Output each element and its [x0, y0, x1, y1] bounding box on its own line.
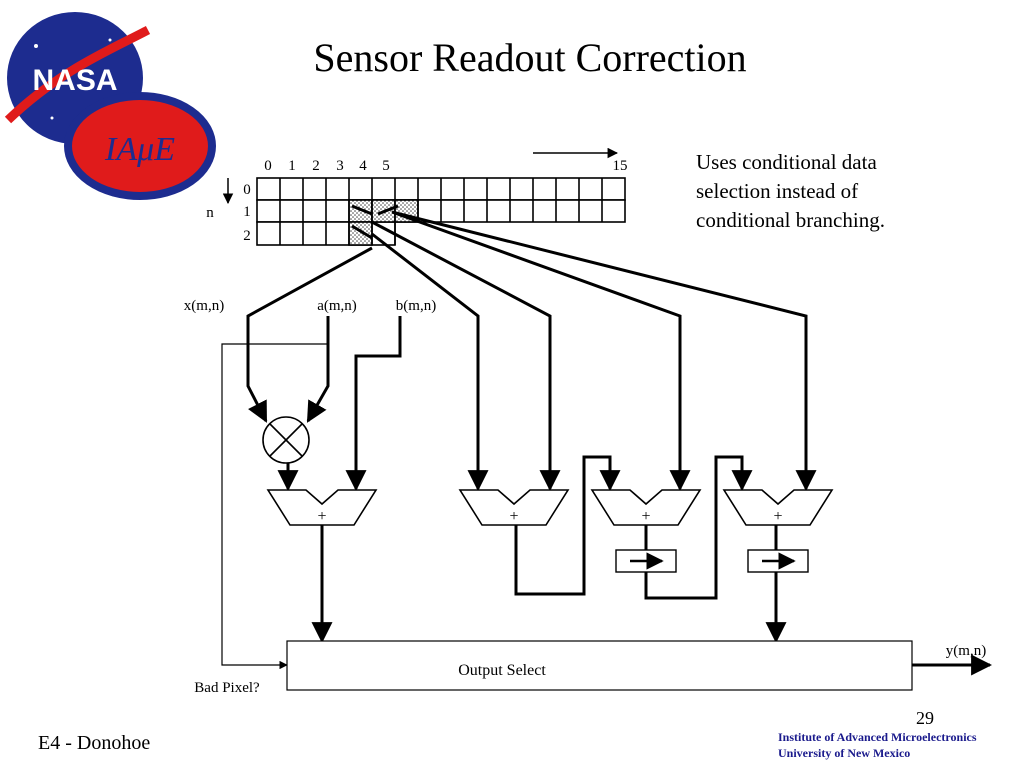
nasa-logo-text: NASA	[32, 64, 117, 97]
b-label: b(m,n)	[396, 298, 436, 314]
adder-plus: +	[509, 508, 518, 525]
col-label: 1	[288, 158, 296, 174]
institute-block: Institute of Advanced Microelectronics U…	[778, 729, 977, 761]
shift-block	[747, 549, 809, 573]
note-line: selection instead of	[696, 179, 859, 203]
institute-line: University of New Mexico	[778, 746, 911, 760]
row-label: 0	[243, 182, 251, 198]
adder-block	[590, 489, 702, 526]
signal-lines	[246, 204, 993, 676]
col-label: 5	[382, 158, 390, 174]
logo-area: NASA IAμE	[4, 12, 216, 200]
slide-title: Sensor Readout Correction	[313, 35, 747, 80]
shift-block	[615, 549, 677, 573]
iame-logo-text: IAμE	[104, 131, 175, 168]
footer-author: E4 - Donohoe	[38, 732, 151, 754]
row-axis-label: n	[206, 205, 214, 221]
a-label: a(m,n)	[317, 298, 357, 314]
col-label: 2	[312, 158, 320, 174]
adder-block	[266, 489, 378, 526]
output-label: y(m,n)	[946, 643, 986, 659]
pixel-grid	[256, 177, 626, 246]
multiplier-node	[262, 416, 310, 464]
col-label: 4	[359, 158, 367, 174]
row-label: 2	[243, 228, 251, 244]
note-line: conditional branching.	[696, 208, 885, 232]
adder-block	[722, 489, 834, 526]
col-label: 0	[264, 158, 272, 174]
output-select-label: Output Select	[458, 662, 546, 679]
adder-plus: +	[317, 508, 326, 525]
slide-note: Uses conditional data selection instead …	[696, 148, 885, 235]
note-line: Uses conditional data	[696, 150, 877, 174]
adder-plus: +	[641, 508, 650, 525]
page-number: 29	[916, 708, 934, 728]
col-label-last: 15	[613, 158, 628, 174]
row-label: 1	[243, 204, 251, 220]
institute-line: Institute of Advanced Microelectronics	[778, 730, 977, 744]
bad-pixel-line	[221, 343, 328, 670]
col-label: 3	[336, 158, 344, 174]
iame-logo: IAμE	[64, 92, 216, 200]
x-label: x(m,n)	[184, 298, 224, 314]
adder-plus: +	[773, 508, 782, 525]
adder-block	[458, 489, 570, 526]
bad-pixel-label: Bad Pixel?	[194, 680, 260, 696]
nasa-logo: NASA	[4, 12, 151, 144]
output-select-box	[286, 640, 913, 691]
